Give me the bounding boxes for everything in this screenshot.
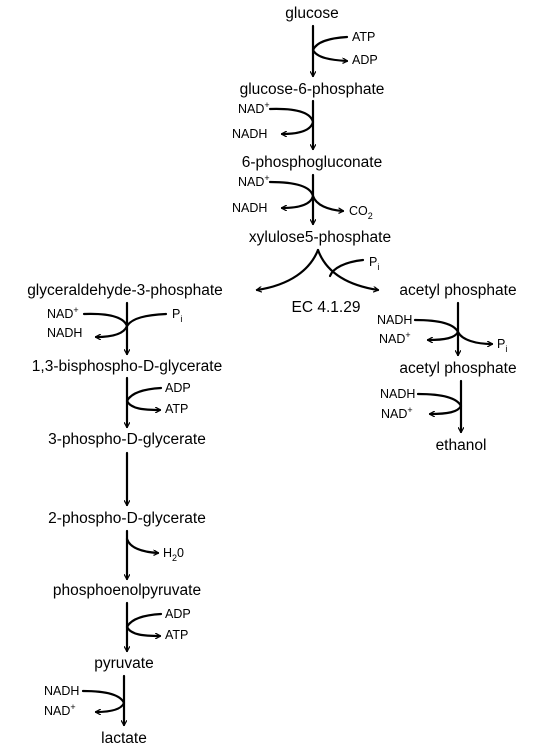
metabolite-ethanol: ethanol (436, 437, 487, 454)
cofactor-nad-plus: NAD+ (381, 405, 413, 421)
cofactor-nadh: NADH (232, 127, 267, 141)
metabolite-acetyl-phosphate-2: acetyl phosphate (399, 360, 516, 377)
cofactor-arrow (328, 258, 365, 278)
cofactor-arrow (125, 312, 168, 328)
cofactor-arrow (311, 194, 343, 211)
metabolite-acetyl-phosphate-1: acetyl phosphate (399, 282, 516, 299)
cofactor-arrow (413, 318, 460, 340)
cofactor-co2: CO2 (349, 204, 373, 221)
cofactor-pi: Pi (369, 255, 379, 272)
cofactor-arrow (81, 689, 126, 712)
cofactor-nadh: NADH (47, 326, 82, 340)
cofactor-arrow (268, 180, 315, 208)
cofactor-adp: ADP (352, 53, 378, 67)
metabolite-phosphoenolpyruvate: phosphoenolpyruvate (53, 582, 201, 599)
cofactor-nad-plus: NAD+ (379, 330, 411, 346)
cofactor-nadh: NADH (377, 313, 412, 327)
cofactor-arrow (125, 612, 163, 636)
cofactor-adp: ADP (165, 607, 191, 621)
metabolite-2-phospho-d-glycerate: 2-phospho-D-glycerate (48, 510, 206, 527)
metabolite-xylulose5-phosphate: xylulose5-phosphate (249, 229, 391, 246)
reaction-arrow (316, 248, 378, 290)
cofactor-arrow (268, 107, 315, 134)
metabolite-6-phosphogluconate: 6-phosphogluconate (242, 154, 382, 171)
metabolite-pyruvate: pyruvate (94, 655, 153, 672)
cofactor-nadh: NADH (232, 201, 267, 215)
cofactor-arrow (82, 312, 129, 337)
cofactor-arrow (311, 35, 347, 61)
cofactor-atp: ATP (352, 30, 375, 44)
metabolite-glyceraldehyde-3-phosphate: glyceraldehyde-3-phosphate (27, 282, 223, 299)
cofactor-pi: Pi (497, 337, 507, 354)
enzyme-label: EC 4.1.29 (292, 299, 361, 316)
cofactor-atp: ATP (165, 628, 188, 642)
cofactor-nad-plus: NAD+ (238, 100, 270, 116)
cofactor-nadh: NADH (380, 387, 415, 401)
cofactor-h2o: H20 (163, 546, 184, 563)
cofactor-pi: Pi (172, 307, 182, 324)
cofactor-nad-plus: NAD+ (47, 305, 79, 321)
metabolite-lactate: lactate (101, 730, 147, 747)
cofactor-nadh: NADH (44, 684, 79, 698)
reaction-arrow (257, 248, 320, 290)
metabolite-1-3-bisphospho-d-glycerate: 1,3-bisphospho-D-glycerate (32, 358, 222, 375)
cofactor-arrow (416, 392, 463, 414)
cofactor-adp: ADP (165, 381, 191, 395)
cofactor-nad-plus: NAD+ (238, 173, 270, 189)
metabolite-3-phospho-d-glycerate: 3-phospho-D-glycerate (48, 431, 206, 448)
metabolite-glucose-6-phosphate: glucose-6-phosphate (240, 81, 385, 98)
metabolite-glucose: glucose (285, 5, 338, 22)
cofactor-arrow (125, 386, 163, 410)
cofactor-atp: ATP (165, 402, 188, 416)
cofactor-nad-plus: NAD+ (44, 702, 76, 718)
cofactor-arrow (456, 330, 492, 344)
cofactor-arrow (125, 537, 158, 553)
